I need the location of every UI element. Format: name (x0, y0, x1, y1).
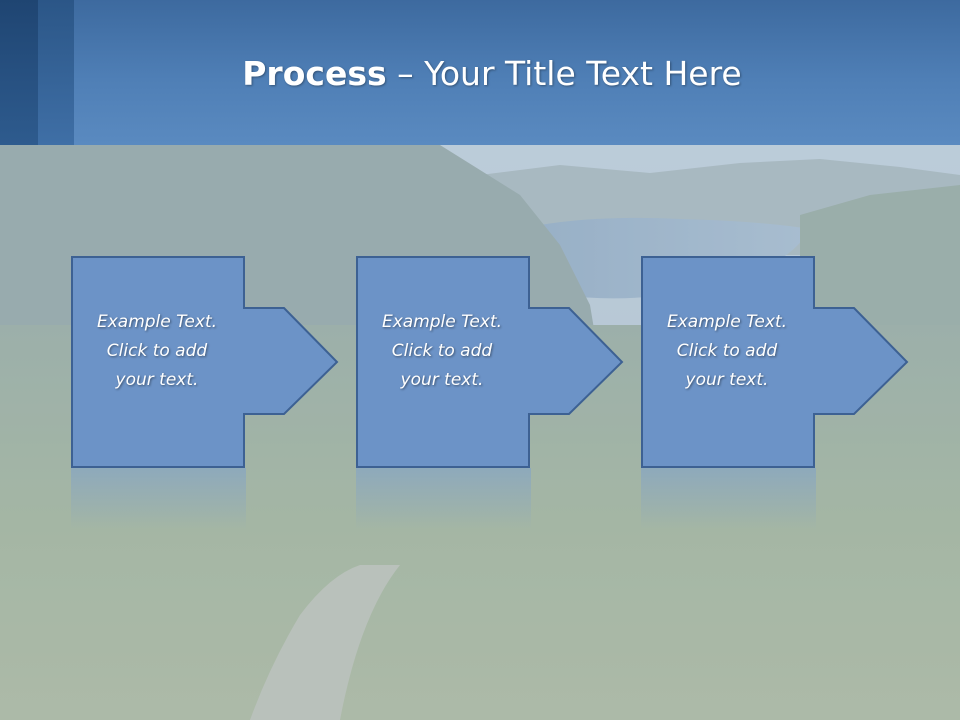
step-reflection (641, 468, 816, 530)
slide-title[interactable]: Process – Your Title Text Here (74, 48, 910, 100)
process-step-2[interactable]: Example Text. Click to add your text. (356, 256, 696, 530)
step-text-line: Click to add (106, 341, 208, 361)
step-reflection (356, 468, 531, 530)
right-arrow-icon (356, 256, 624, 468)
step-text-line: Click to add (676, 341, 778, 361)
right-arrow-icon (641, 256, 909, 468)
step-text: Example Text. Click to add your text. (641, 308, 813, 395)
title-bar-accent-stripe (0, 0, 38, 145)
slide-title-bold: Process (242, 54, 387, 93)
process-step-3[interactable]: Example Text. Click to add your text. (641, 256, 960, 530)
title-bar: Process – Your Title Text Here (0, 0, 960, 145)
step-reflection (71, 468, 246, 530)
step-text-line: your text. (685, 370, 769, 390)
step-text-line: Example Text. (381, 312, 503, 332)
step-text-line: Click to add (391, 341, 493, 361)
step-text: Example Text. Click to add your text. (356, 308, 528, 395)
right-arrow-icon (71, 256, 339, 468)
process-step-1[interactable]: Example Text. Click to add your text. (71, 256, 411, 530)
step-text-line: Example Text. (666, 312, 788, 332)
step-text: Example Text. Click to add your text. (71, 308, 243, 395)
step-text-line: Example Text. (96, 312, 218, 332)
step-text-line: your text. (400, 370, 484, 390)
slide-title-rest: – Your Title Text Here (386, 54, 742, 93)
title-bar-accent-stripe (38, 0, 74, 145)
step-text-line: your text. (115, 370, 199, 390)
